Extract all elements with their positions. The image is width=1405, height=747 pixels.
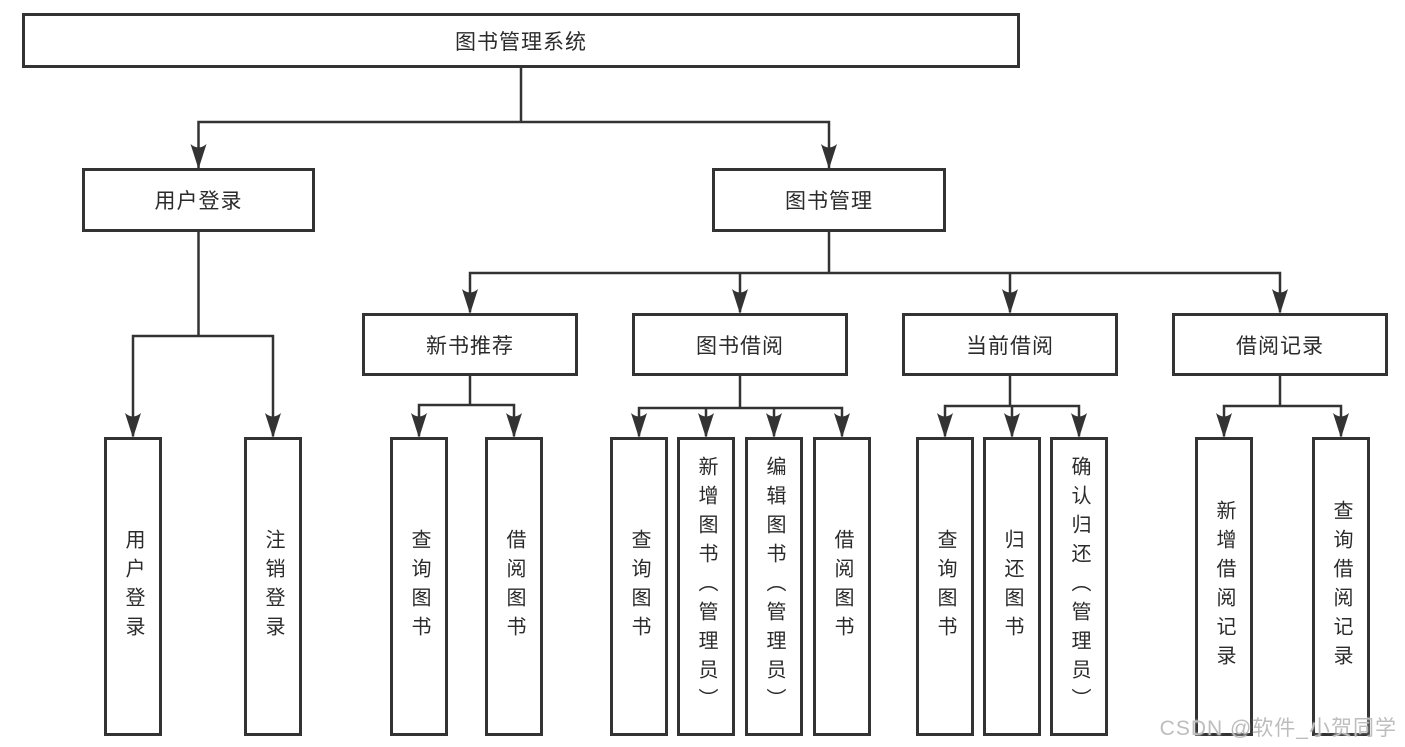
node-book-management: 图书管理 [712,168,946,232]
node-label: 图书管理系统 [455,30,587,54]
node-borrowing-records: 借阅记录 [1172,313,1388,376]
node-new-book-recommendation: 新书推荐 [362,313,578,376]
csdn-watermark: CSDN @软件_小贺同学 [1159,717,1397,740]
node-book-borrowing: 图书借阅 [632,313,848,376]
leaf-label: 查询图书 [408,528,430,645]
leaf-user-login: 用户登录 [104,437,162,736]
leaf-label: 查询图书 [628,528,650,645]
node-label: 当前借阅 [966,334,1054,358]
node-label: 借阅记录 [1236,334,1324,358]
connector-borrowing-records-to-leaves [1216,374,1349,438]
connector-root-to-level2 [190,66,837,169]
leaf-add-books-admin: 新增图书（管理员） [677,437,735,736]
leaf-label: 借阅图书 [831,528,853,645]
leaf-label: 查询图书 [934,528,956,645]
leaf-confirm-return-admin: 确认归还（管理员） [1050,437,1108,736]
node-user-login: 用户登录 [82,168,315,232]
connector-current-borrowing-to-leaves [937,374,1087,438]
leaf-query-borrowing-record: 查询借阅记录 [1312,437,1370,736]
connector-user-login-to-leaves [125,230,281,438]
node-library-management-system: 图书管理系统 [22,13,1020,68]
connector-book-management-to-level3 [462,230,1288,314]
leaf-label: 查询借阅记录 [1330,499,1352,674]
node-label: 图书管理 [785,190,873,213]
leaf-edit-books-admin: 编辑图书（管理员） [745,437,803,736]
leaf-borrow-books-recommend: 借阅图书 [485,437,543,736]
leaf-label: 新增图书（管理员） [695,456,717,717]
leaf-label: 借阅图书 [503,528,525,645]
connector-new-book-recommendation-to-leaves [411,374,522,438]
node-current-borrowing: 当前借阅 [902,313,1118,376]
leaf-logout: 注销登录 [244,437,302,736]
leaf-label: 归还图书 [1001,528,1023,645]
leaf-label: 编辑图书（管理员） [763,456,785,717]
leaf-return-books: 归还图书 [983,437,1041,736]
leaf-add-borrowing-record: 新增借阅记录 [1195,437,1253,736]
leaf-label: 确认归还（管理员） [1068,456,1090,717]
node-label: 新书推荐 [426,334,514,358]
leaf-borrow-books-borrowing: 借阅图书 [813,437,871,736]
leaf-query-books-borrowing: 查询图书 [610,437,668,736]
leaf-query-books-recommend: 查询图书 [390,437,448,736]
leaf-query-books-current: 查询图书 [916,437,974,736]
leaf-label: 注销登录 [262,528,284,645]
leaf-label: 新增借阅记录 [1213,499,1235,674]
connector-book-borrowing-to-leaves [631,374,850,438]
node-label: 用户登录 [154,190,243,213]
leaf-label: 用户登录 [122,528,144,645]
node-label: 图书借阅 [696,334,784,358]
